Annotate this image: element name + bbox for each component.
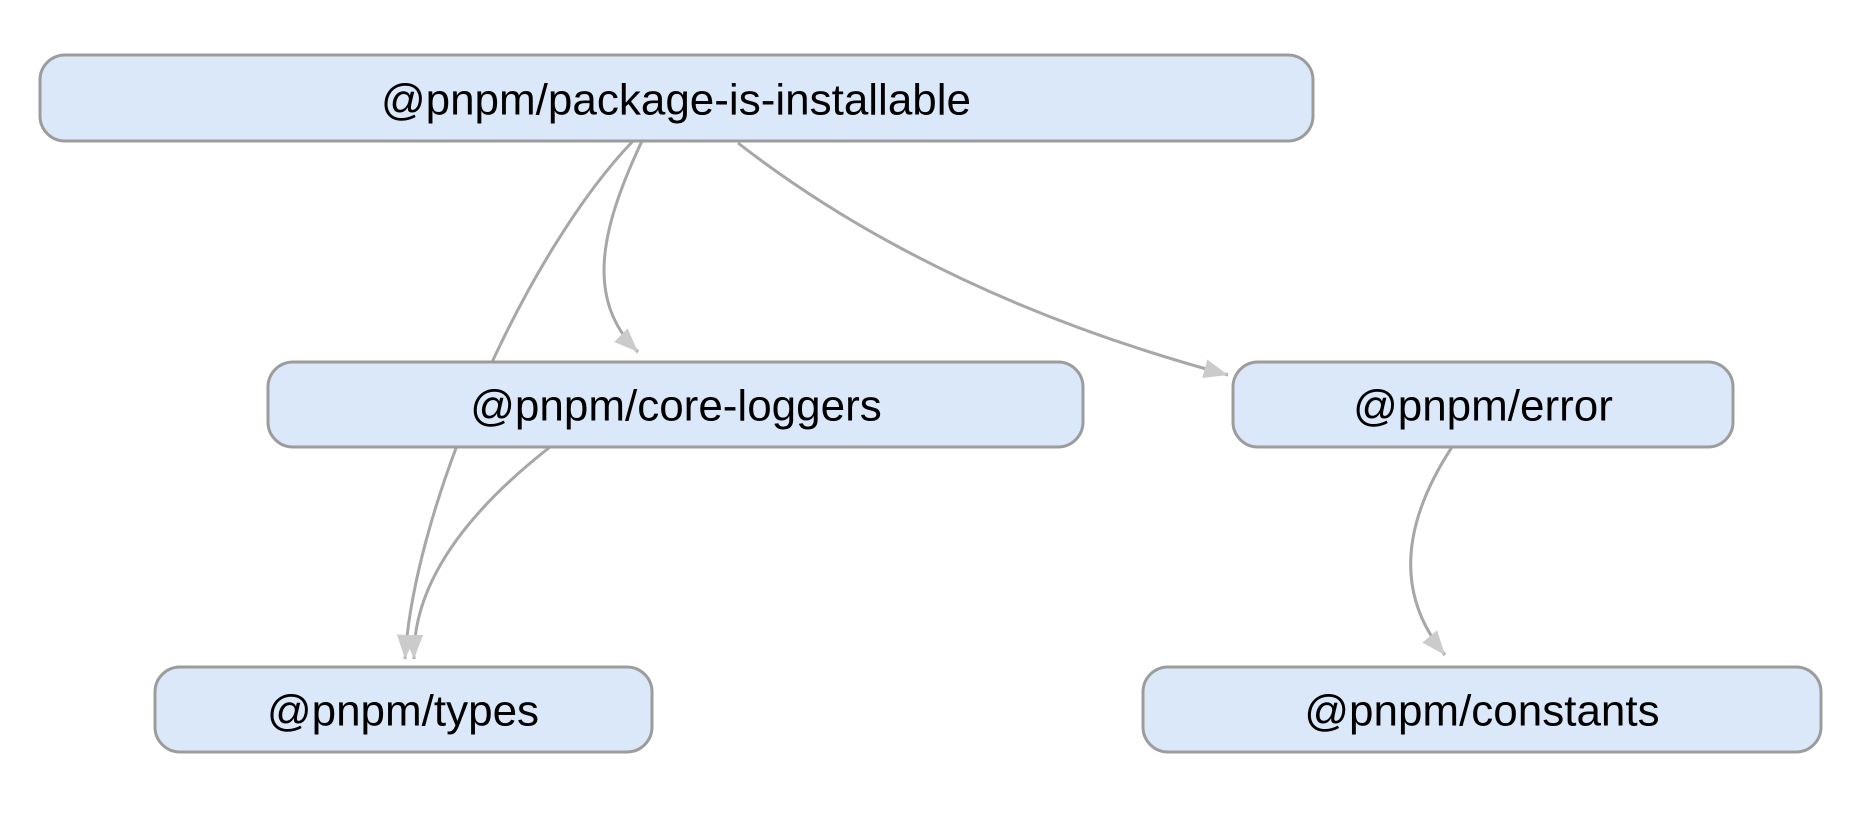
edge-error-to-constants (1409, 446, 1454, 656)
edge-core-loggers-to-types (403, 445, 551, 660)
node-layer: @pnpm/package-is-installable @pnpm/core-… (38, 53, 1823, 754)
node-constants-box[interactable] (1141, 665, 1823, 754)
node-types-label: @pnpm/types (267, 687, 539, 736)
node-core-loggers-label: @pnpm/core-loggers (470, 382, 882, 431)
node-error-box[interactable] (1231, 360, 1735, 449)
edge-layer (396, 139, 1454, 660)
node-types-box[interactable] (153, 665, 654, 754)
node-constants-label: @pnpm/constants (1304, 687, 1659, 736)
node-package-is-installable-box[interactable] (38, 53, 1315, 143)
node-error[interactable]: @pnpm/error (1231, 360, 1735, 449)
edge-package-is-installable-to-core-loggers (602, 140, 644, 354)
node-types[interactable]: @pnpm/types (153, 665, 654, 754)
node-constants[interactable]: @pnpm/constants (1141, 665, 1823, 754)
node-package-is-installable[interactable]: @pnpm/package-is-installable (38, 53, 1315, 143)
node-package-is-installable-label: @pnpm/package-is-installable (381, 76, 971, 125)
edge-package-is-installable-to-error (737, 141, 1229, 379)
node-error-label: @pnpm/error (1353, 382, 1613, 431)
node-core-loggers[interactable]: @pnpm/core-loggers (266, 360, 1085, 449)
node-core-loggers-box[interactable] (266, 360, 1085, 449)
